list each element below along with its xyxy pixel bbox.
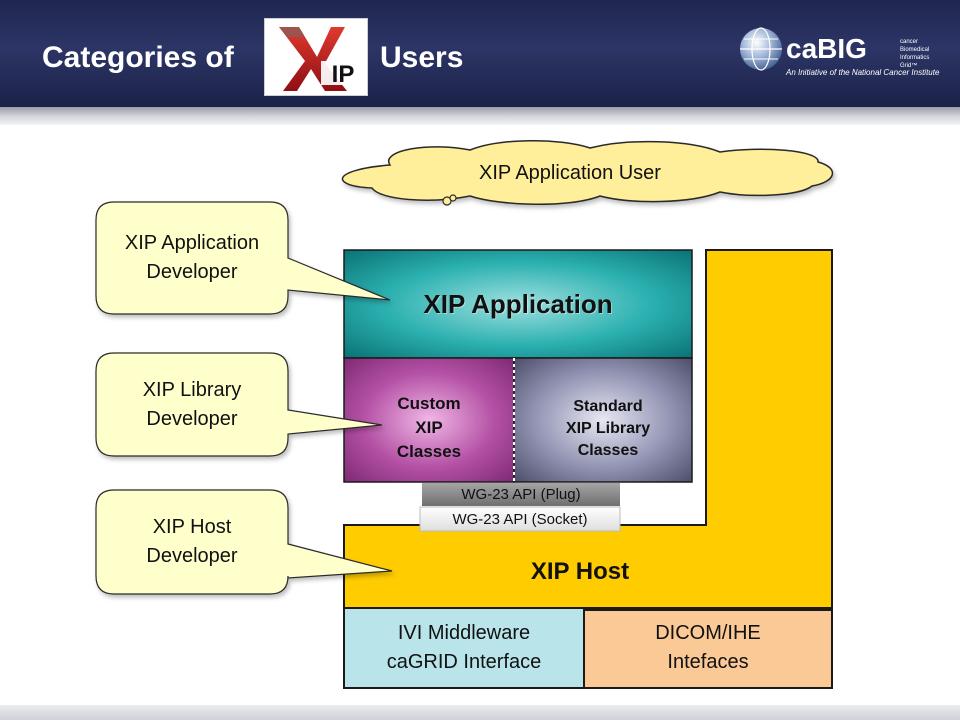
callout-shape-host (95, 489, 393, 595)
callout-host-developer: XIP Host Developer (146, 516, 238, 567)
middleware-label: IVI Middleware caGRID Interface (386, 622, 542, 673)
xip-application-box (343, 249, 693, 359)
xip-application-label: XIP Application (423, 288, 613, 319)
page-title-prefix: Categories of (42, 41, 234, 74)
custom-classes-label: Custom XIP Classes (396, 394, 462, 461)
cabig-subtitle: cancer Biomedical Informatics Grid™ (900, 39, 930, 69)
api-socket-label: WG-23 API (Socket) (452, 510, 588, 528)
thought-dot-small (449, 194, 457, 202)
cabig-tagline: An Initiative of the National Cancer Ins… (786, 68, 940, 77)
standard-classes-box (513, 357, 693, 483)
globe-icon (738, 26, 784, 72)
standard-classes-label: Standard XIP Library Classes (565, 398, 651, 459)
callout-shape-application (95, 201, 391, 315)
dicom-label: DICOM/IHE Intefaces (655, 622, 761, 673)
custom-classes-box (343, 357, 515, 483)
cabig-wordmark: caBIG (786, 33, 867, 64)
header-bar (0, 0, 960, 107)
api-plug-bar (422, 483, 620, 506)
api-socket-bar (419, 506, 621, 532)
callout-shape-library (95, 352, 383, 457)
cabig-logo: caBIG cancer Biomedical Informatics Grid… (738, 22, 948, 84)
thought-dot-large (442, 196, 452, 206)
xip-logo-letters: IP (332, 61, 355, 88)
footer-bar (0, 705, 960, 720)
api-plug-label: WG-23 API (Plug) (461, 486, 581, 503)
callout-library-developer: XIP Library Developer (142, 378, 242, 430)
dicom-box (583, 609, 833, 689)
callout-application-developer: XIP Application Developer (124, 232, 260, 283)
header-divider (0, 107, 960, 125)
xip-host-label: XIP Host (530, 558, 630, 585)
page-title-suffix: Users (380, 41, 464, 74)
application-user-label: XIP Application User (479, 161, 661, 184)
thought-cloud (341, 140, 833, 205)
xip-logo: IP (264, 18, 368, 96)
